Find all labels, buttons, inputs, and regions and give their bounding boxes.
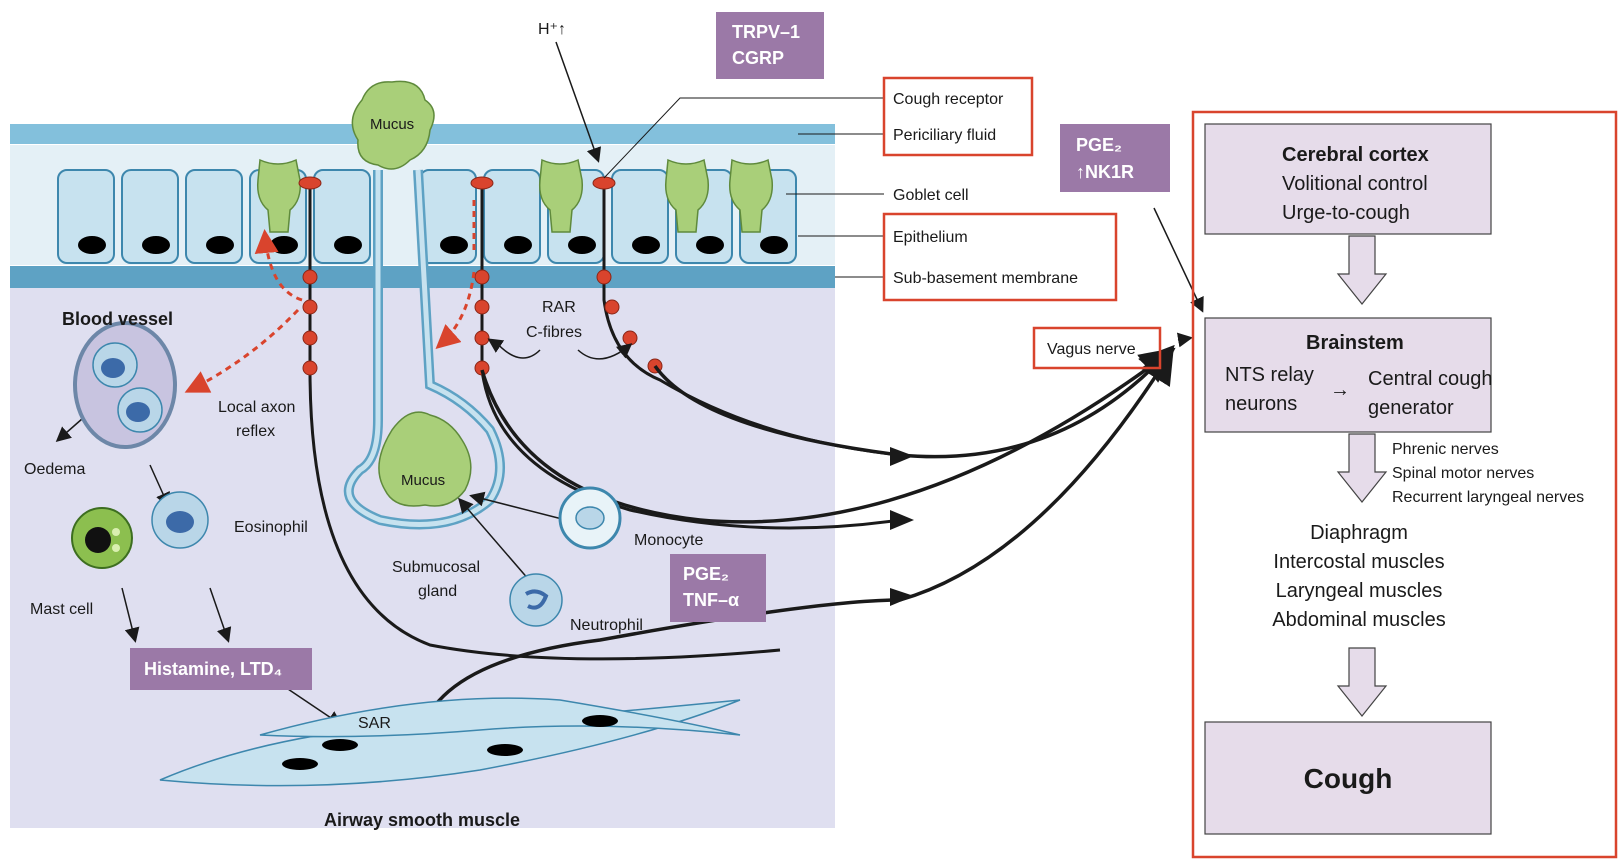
histamine-text: Histamine, LTD₄ bbox=[144, 659, 282, 679]
brainstem-arrow: → bbox=[1330, 379, 1350, 401]
cerebral-cortex-title: Cerebral cortex bbox=[1282, 144, 1429, 166]
nk1r-text: ↑NK1R bbox=[1076, 162, 1134, 182]
local-axon-text-1: Local axon bbox=[218, 399, 295, 416]
cough-receptor-frame bbox=[882, 76, 1034, 157]
mucus-blob-top bbox=[351, 80, 435, 170]
mast-cell bbox=[71, 507, 133, 569]
vagus-nerve-frame bbox=[1032, 326, 1162, 370]
central-cough-text-1: Central cough bbox=[1368, 368, 1493, 390]
cerebral-cortex-box bbox=[1204, 123, 1492, 235]
pge2-tnf-box bbox=[670, 554, 766, 622]
muscle-item-3: Abdominal muscles bbox=[1272, 609, 1445, 631]
muscle-item-1: Intercostal muscles bbox=[1273, 551, 1444, 573]
submucosal-text-2: gland bbox=[418, 583, 457, 600]
blood-vessel bbox=[73, 321, 177, 449]
oedema-text: Oedema bbox=[24, 461, 85, 478]
local-axon-reflex-arrows bbox=[184, 200, 476, 393]
pge2-nk1r-box bbox=[1060, 124, 1170, 192]
airway-smooth-muscle bbox=[159, 697, 741, 787]
brainstem-title: Brainstem bbox=[1306, 332, 1404, 354]
down-arrow-2 bbox=[1336, 433, 1388, 503]
airway-smooth-muscle-title: Airway smooth muscle bbox=[324, 810, 520, 830]
mucus-blob-gland bbox=[378, 411, 472, 507]
c-fibres-text: C-fibres bbox=[526, 324, 582, 341]
epithelium-text: Epithelium bbox=[893, 229, 968, 246]
pge2-top-text: PGE₂ bbox=[1076, 135, 1122, 155]
tnf-text: TNF–α bbox=[683, 590, 739, 610]
cough-box bbox=[1204, 721, 1492, 835]
sar-text: SAR bbox=[358, 715, 391, 732]
submucosal-text-1: Submucosal bbox=[392, 559, 480, 576]
nerve-item-1: Spinal motor nerves bbox=[1392, 465, 1534, 482]
histamine-box bbox=[130, 648, 312, 690]
epithelium-frame bbox=[882, 212, 1118, 302]
mucus-gland-label: Mucus bbox=[401, 472, 445, 489]
monocyte-cell bbox=[558, 486, 622, 550]
mucus-top-label: Mucus bbox=[370, 116, 414, 133]
brainstem-box bbox=[1204, 317, 1492, 433]
submucosal-gland-duct-inner bbox=[346, 169, 503, 527]
h-plus-text: H⁺↑ bbox=[538, 21, 566, 38]
goblet-cells bbox=[256, 158, 774, 233]
central-cough-text-2: generator bbox=[1368, 397, 1454, 419]
neutrophil-text: Neutrophil bbox=[570, 617, 643, 634]
nerve-item-2: Recurrent laryngeal nerves bbox=[1392, 489, 1584, 506]
volitional-control-text: Volitional control bbox=[1282, 173, 1428, 195]
nts-relay-text-2: neurons bbox=[1225, 393, 1297, 415]
leader-lines bbox=[603, 97, 884, 278]
sub-basement-text: Sub-basement membrane bbox=[893, 270, 1078, 287]
trpv1-text: TRPV–1 bbox=[732, 22, 800, 42]
muscle-item-0: Diaphragm bbox=[1310, 522, 1408, 544]
neutrophil-cell bbox=[509, 573, 563, 627]
cgrp-text: CGRP bbox=[732, 48, 784, 68]
muscle-item-2: Laryngeal muscles bbox=[1276, 580, 1443, 602]
cell-nuclei bbox=[78, 236, 788, 254]
afferent-arrowheads bbox=[890, 447, 914, 606]
local-axon-text-2: reflex bbox=[236, 423, 275, 440]
cough-receptor-text: Cough receptor bbox=[893, 91, 1004, 108]
mast-cell-text: Mast cell bbox=[30, 601, 93, 618]
trpv1-box bbox=[716, 12, 824, 79]
eosinophil-text: Eosinophil bbox=[234, 519, 308, 536]
pge2-mid-text: PGE₂ bbox=[683, 564, 729, 584]
down-arrow-1 bbox=[1336, 235, 1388, 305]
nerve-item-0: Phrenic nerves bbox=[1392, 441, 1499, 458]
blood-vessel-title: Blood vessel bbox=[62, 309, 173, 329]
vagus-nerve-text: Vagus nerve bbox=[1047, 341, 1136, 358]
periciliary-fluid-text: Periciliary fluid bbox=[893, 127, 996, 144]
rar-text: RAR bbox=[542, 299, 576, 316]
cns-panel-frame bbox=[1191, 110, 1618, 859]
cough-title: Cough bbox=[1304, 763, 1393, 794]
down-arrow-3 bbox=[1336, 647, 1388, 717]
goblet-cell-text: Goblet cell bbox=[893, 187, 969, 204]
monocyte-text: Monocyte bbox=[634, 532, 703, 549]
nts-relay-text-1: NTS relay bbox=[1225, 364, 1314, 386]
eosinophil-cell bbox=[151, 491, 209, 549]
urge-to-cough-text: Urge-to-cough bbox=[1282, 202, 1410, 224]
